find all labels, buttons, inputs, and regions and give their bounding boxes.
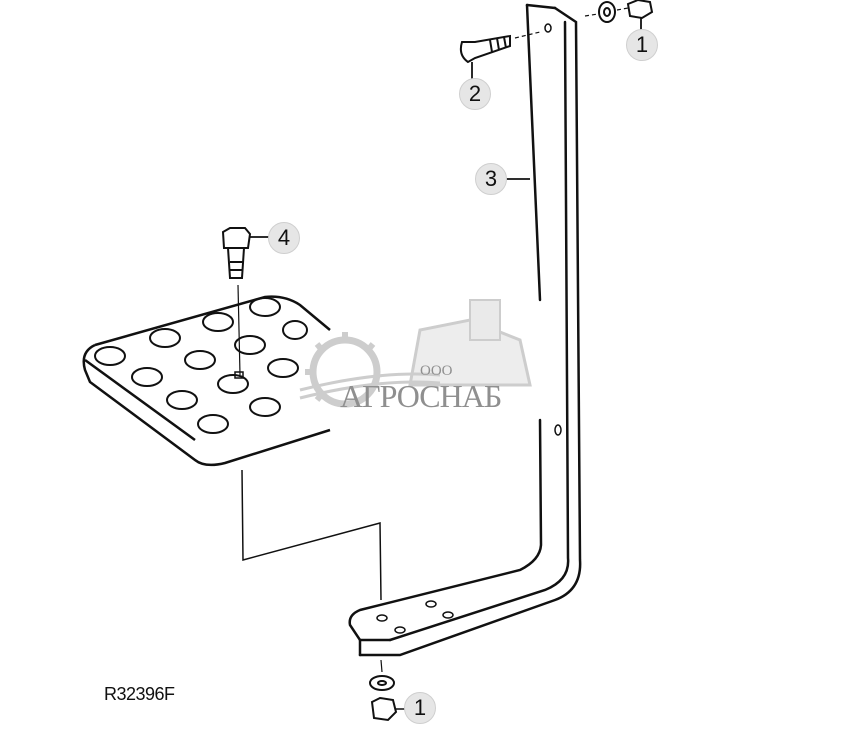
watermark-prefix: ООО: [420, 363, 453, 379]
step-plate: [82, 295, 331, 467]
bracket-part-3: [348, 3, 582, 657]
callout-4: 4: [268, 222, 300, 254]
watermark-logo: [299, 299, 532, 408]
bolt-part-2: [459, 31, 541, 64]
figure-id-label: R32396F: [104, 684, 175, 704]
bolt-part-4: [221, 227, 252, 379]
callout-1-top: 1: [626, 29, 658, 61]
watermark-name: АГРОСНАБ: [340, 378, 502, 414]
callout-1-bottom: 1: [404, 692, 436, 724]
nut-washer-top: [584, 0, 654, 23]
leader-lines: [250, 18, 642, 238]
callout-2: 2: [459, 78, 491, 110]
hidden-outline: [241, 469, 383, 673]
callout-3: 3: [475, 163, 507, 195]
nut-washer-bottom: [369, 675, 408, 722]
